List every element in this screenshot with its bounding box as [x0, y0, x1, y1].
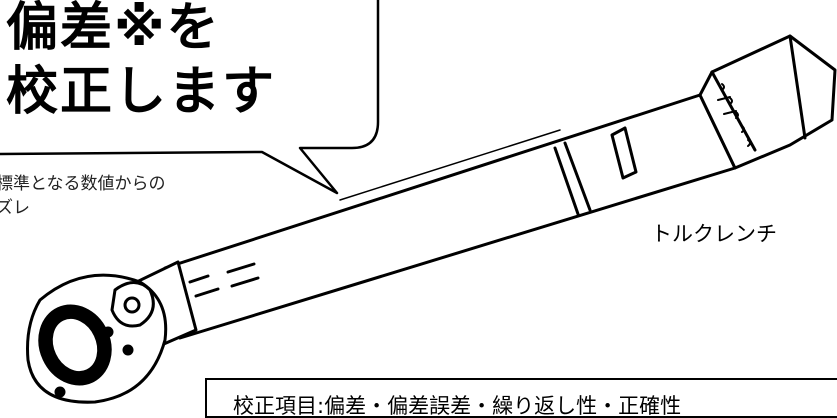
torque-wrench-illustration: [0, 0, 837, 404]
bubble-headline: 偏差※を 校正します: [6, 0, 276, 124]
calibration-items-box: 校正項目:偏差・偏差誤差・繰り返し性・正確性: [205, 378, 837, 418]
bubble-headline-line1: 偏差※を: [6, 0, 221, 58]
footnote-line2: ズレ: [0, 198, 30, 218]
speech-bubble: [0, 0, 380, 195]
deviation-footnote: 標準となる数値からの ズレ: [0, 172, 166, 220]
bubble-headline-line2: 校正します: [6, 62, 277, 122]
footnote-line1: 標準となる数値からの: [0, 174, 166, 194]
torque-wrench-label: トルクレンチ: [651, 222, 777, 246]
torque-wrench: [26, 34, 837, 404]
calibration-items-text: 校正項目:偏差・偏差誤差・繰り返し性・正確性: [233, 394, 682, 418]
